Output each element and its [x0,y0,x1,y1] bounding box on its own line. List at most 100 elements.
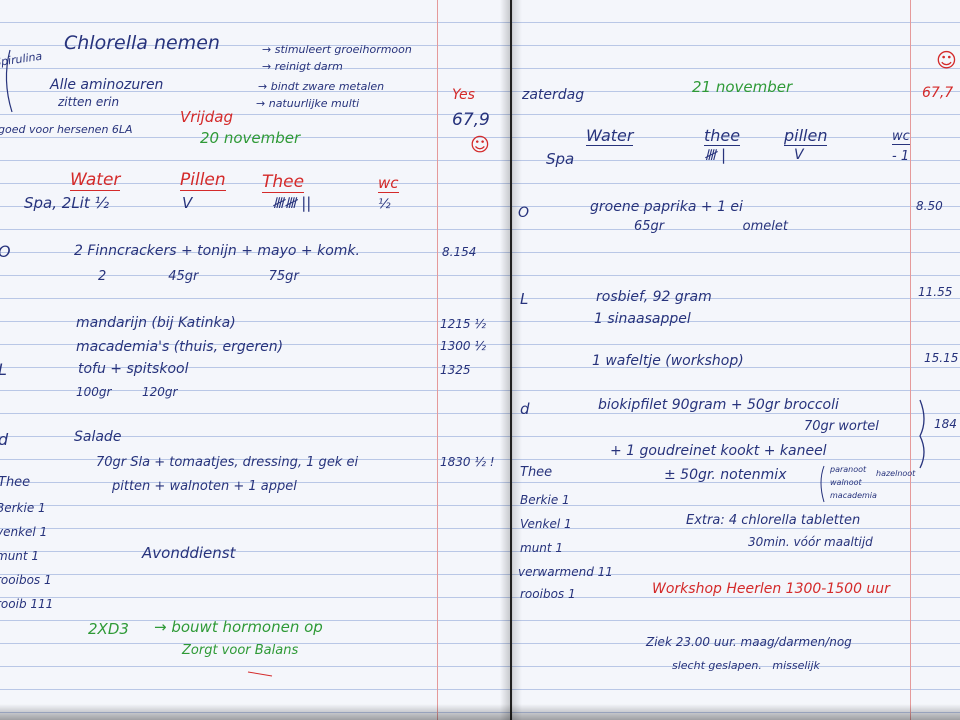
left-header-thee: Thee [262,172,305,193]
right-sick-note-line1: Ziek 23.00 uur. maag/darmen/nog [646,635,852,649]
left-d3-note: → bouwt hormonen op [154,618,323,636]
arrow-note-2: → reinigt darm [262,60,343,73]
notebook-gutter-shadow [500,0,522,720]
right-meal-breakfast-time: 8.50 [916,199,943,213]
right-nut-item-1: paranoot [830,465,867,474]
left-meal-key-breakfast: O [0,244,11,260]
right-tracker-thee: 𝍸 | [704,146,727,164]
right-thee-item-2: Venkel 1 [520,517,572,531]
right-nut-brace-stroke [820,465,825,503]
left-evening-note: Avonddienst [142,544,236,562]
right-meal-breakfast-line1: groene paprika + 1 ei [590,199,743,215]
left-footer-red-tick [247,671,273,677]
left-tracker-pillen: V [182,194,193,212]
right-meal-key-breakfast: O [518,205,530,221]
right-dinner-brace-stroke [919,399,925,469]
right-nut-item-3: hazelnoot [876,469,916,478]
right-tracker-pillen: V [794,147,804,163]
left-margin-food-note: goed voor hersenen 6LA [0,123,133,136]
left-thee-item-2: venkel 1 [0,525,48,539]
right-meal-lunch-line2: 1 sinaasappel [594,311,691,327]
arrow-note-1: → stimuleert groeihormoon [262,43,412,56]
right-nut-item-2: walnoot [830,478,862,487]
left-margin-bracket-stroke [5,49,13,113]
left-page-margin-line [437,0,438,720]
left-thee-item-1: Berkie 1 [0,501,46,515]
right-header-thee: thee [704,126,741,146]
arrow-note-4: → natuurlijke multi [256,97,360,110]
left-smiley-icon: ☺ [470,134,490,156]
right-meal-dinner-time: 184 [934,417,957,431]
right-nut-item-4: macademia [830,491,877,500]
right-notebook-page: zaterdag 21 november 67,7 ☺ Water thee p… [512,0,960,720]
right-smiley-icon: ☺ [936,48,957,72]
left-meal-lunch-line2: 100gr 120gr [76,385,178,399]
bottom-edge-shadow [0,704,960,720]
left-thee-label: Thee [0,475,31,490]
right-header-pillen: pillen [784,126,828,146]
right-thee-item-3: munt 1 [520,541,564,555]
right-dinner-extra-line2: ± 50gr. notenmix [664,467,787,483]
left-thee-item-4: rooibos 1 [0,573,52,587]
right-sick-note-line2: slecht geslapen. misselijk [672,659,820,672]
right-meal-key-dinner: d [520,400,530,418]
left-d3-label: 2XD3 [88,620,129,638]
left-meal-breakfast-line1: 2 Finncrackers + tonijn + mayo + komk. [74,243,360,259]
right-meal-dinner-line2: 70gr wortel [804,419,879,434]
left-snack-mandarijn-time: 1215 ½ [440,317,486,331]
left-meal-key-lunch: L [0,362,7,378]
right-thee-item-1: Berkie 1 [520,493,570,507]
right-thee-item-4: verwarmend 11 [518,565,613,579]
right-workshop-note: Workshop Heerlen 1300-1500 uur [652,581,890,597]
left-day-label: Vrijdag [180,108,233,126]
left-header-pillen: Pillen [180,170,226,191]
right-page-margin-line [910,0,911,720]
right-thee-label: Thee [520,465,553,480]
left-meal-lunch-time: 1325 [440,363,471,377]
left-snack-macademia: macademia's (thuis, ergeren) [76,339,284,355]
left-tracker-row-label: Spa, 2Lit ½ [24,194,110,212]
right-day-label: zaterdag [522,87,585,103]
right-dinner-extra-line1: + 1 goudreinet kookt + kaneel [610,443,827,459]
right-thee-item-5: rooibos 1 [520,587,576,601]
left-meal-key-dinner: d [0,432,8,448]
left-meal-dinner-line3: pitten + walnoten + 1 appel [112,479,297,494]
right-snack-wafeltje: 1 wafeltje (workshop) [592,353,744,369]
left-date-label: 20 november [200,129,301,147]
left-meal-breakfast-line2: 2 45gr 75gr [98,269,299,284]
left-thee-item-3: munt 1 [0,549,40,563]
right-extra-note-line2: 30min. vóór maaltijd [748,535,873,549]
right-date-label: 21 november [692,78,793,96]
left-meal-lunch-line1: tofu + spitskool [78,361,189,377]
left-meal-dinner-time: 1830 ½ ! [440,455,495,469]
left-header-water: Water [70,170,121,191]
left-meal-breakfast-time: 8.154 [442,245,477,259]
right-meal-lunch-time: 11.55 [918,285,953,299]
left-meal-dinner-line2: 70gr Sla + tomaatjes, dressing, 1 gek ei [96,455,359,470]
left-header-wc: wc [378,174,399,193]
right-tracker-wc: - 1 [892,149,910,164]
left-weight-value: 67,9 [452,110,490,130]
left-snack-macademia-time: 1300 ½ [440,339,486,353]
right-meal-dinner-line1: biokipfilet 90gram + 50gr broccoli [598,397,839,413]
chlorella-heading: Chlorella nemen [64,32,220,54]
left-tracker-wc: ½ [378,197,391,212]
left-weight-yes: Yes [452,87,475,103]
right-snack-wafeltje-time: 15.15 [924,351,959,365]
aminos-line-2: zitten erin [58,95,120,109]
aminos-line-1: Alle aminozuren [50,77,164,93]
left-notebook-page: Spirulina Chlorella nemen Alle aminozure… [0,0,510,720]
right-meal-key-lunch: L [520,290,529,308]
arrow-note-3: → bindt zware metalen [258,80,385,93]
right-extra-note-line1: Extra: 4 chlorella tabletten [686,513,861,528]
right-tracker-row-label: Spa [546,150,575,168]
right-header-wc: wc [892,129,910,145]
right-meal-lunch-line1: rosbief, 92 gram [596,289,712,305]
left-snack-mandarijn: mandarijn (bij Katinka) [76,315,236,331]
right-weight-value: 67,7 [922,85,954,101]
left-balance-note: Zorgt voor Balans [182,643,299,658]
left-tracker-thee: 𝍸𝍸 || [272,194,312,212]
left-thee-item-5: rooib 111 [0,597,54,611]
right-header-water: Water [586,126,634,146]
